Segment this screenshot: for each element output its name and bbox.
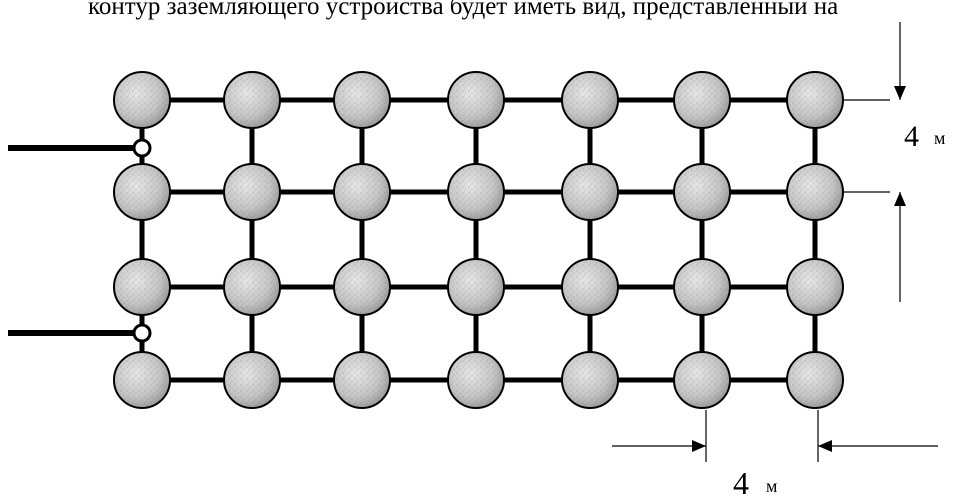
- feeder-connection: [132, 138, 152, 158]
- ground-electrode: [223, 71, 281, 129]
- feeder-lines: [8, 138, 152, 343]
- caption-text-line: контур заземляющего устройства будет име…: [0, 0, 962, 22]
- ground-electrode: [673, 71, 731, 129]
- ground-electrode: [561, 163, 619, 221]
- ground-electrode: [223, 163, 281, 221]
- ground-electrode: [786, 163, 844, 221]
- conductor-lines: [139, 97, 818, 383]
- ground-electrode: [673, 258, 731, 316]
- horizontal-dim-unit: м: [766, 476, 777, 496]
- ground-electrode: [333, 163, 391, 221]
- ground-electrode: [561, 351, 619, 409]
- ground-electrode: [113, 71, 171, 129]
- dimension-markings: 4 м 4 м: [612, 22, 945, 498]
- ground-electrode: [786, 351, 844, 409]
- ground-electrode: [447, 71, 505, 129]
- caption-text: контур заземляющего устройства будет име…: [88, 0, 839, 20]
- feeder-connection: [132, 323, 152, 343]
- ground-electrode: [673, 163, 731, 221]
- ground-electrode: [333, 258, 391, 316]
- vertical-dim-value: 4: [904, 120, 919, 153]
- vertical-dim-unit: м: [934, 128, 945, 148]
- horizontal-dim-arrow-left: [818, 440, 832, 452]
- ground-electrode: [333, 351, 391, 409]
- ground-electrode: [447, 258, 505, 316]
- ground-electrode: [561, 258, 619, 316]
- ground-electrode: [447, 163, 505, 221]
- ground-electrode: [223, 258, 281, 316]
- ground-electrode: [333, 71, 391, 129]
- horizontal-dim-arrow-right: [692, 440, 706, 452]
- ground-electrode: [113, 163, 171, 221]
- ground-electrode: [113, 258, 171, 316]
- vertical-dim-arrow-down: [894, 86, 906, 100]
- ground-electrode: [113, 351, 171, 409]
- horizontal-dim-value: 4: [733, 465, 749, 498]
- ground-electrode: [673, 351, 731, 409]
- vertical-dim-arrow-up: [894, 192, 906, 206]
- ground-electrode: [786, 258, 844, 316]
- electrode-array: [113, 71, 844, 409]
- ground-electrode: [447, 351, 505, 409]
- ground-electrode: [561, 71, 619, 129]
- ground-electrode: [223, 351, 281, 409]
- ground-electrode: [786, 71, 844, 129]
